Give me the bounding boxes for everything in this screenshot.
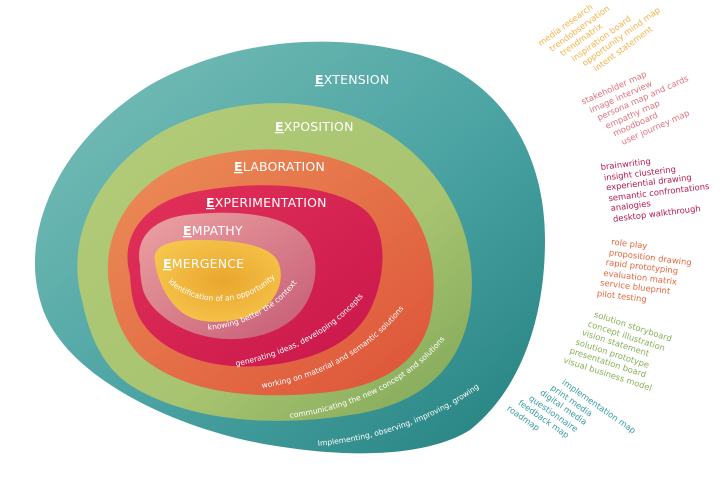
methods-experimentation: brainwriting insight clustering experien… xyxy=(600,149,712,225)
title-emergence: EMERGENCE xyxy=(163,256,244,271)
onion-diagram: EXTENSION EXPOSITION ELABORATION EXPERIM… xyxy=(34,41,546,454)
layer-emergence xyxy=(154,240,281,322)
title-extension: EXTENSION xyxy=(315,72,389,87)
title-experimentation: EXPERIMENTATION xyxy=(206,195,327,210)
title-empathy: EMPATHY xyxy=(183,223,243,238)
methods-elaboration: role play proposition drawing rapid prot… xyxy=(596,236,693,310)
title-elaboration: ELABORATION xyxy=(234,159,325,174)
title-exposition: EXPOSITION xyxy=(275,119,354,134)
